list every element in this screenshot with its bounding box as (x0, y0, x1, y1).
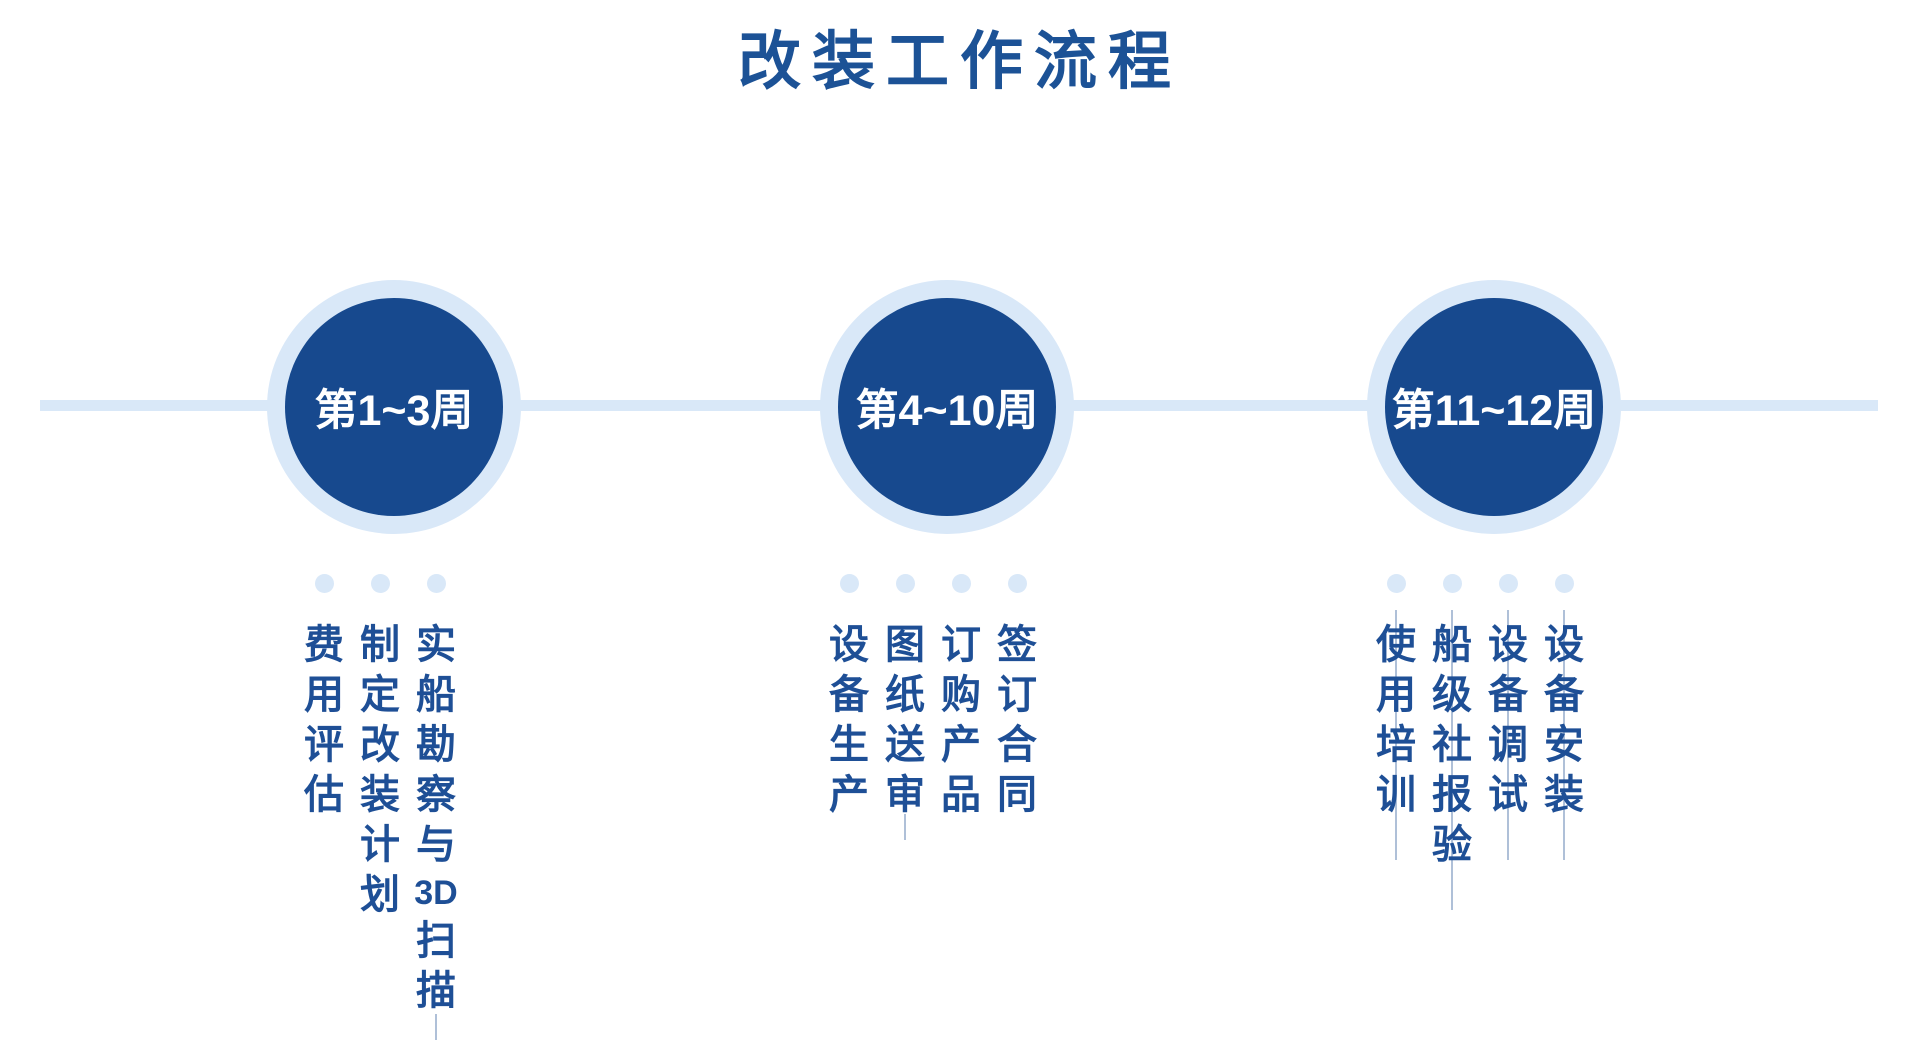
task-column: 设备安装 (1536, 574, 1592, 870)
timeline-dot (839, 574, 859, 593)
task-column: 设备调试 (1480, 574, 1536, 870)
task-column: 制定改装计划 (352, 574, 408, 1016)
task-label: 设备调试 (1488, 623, 1528, 817)
task-column: 图纸送审 (877, 574, 933, 840)
timeline-dot (1554, 574, 1574, 593)
stage-week-label: 第1~3周 (314, 387, 474, 435)
stage-circle: 第4~10周 (838, 298, 1056, 516)
task-label: 设备安装 (1544, 623, 1584, 817)
column-guide-line (1395, 610, 1397, 860)
stage-circle-ring: 第4~10周 (820, 280, 1074, 534)
stage-circle: 第11~12周 (1385, 298, 1603, 516)
timeline-dot (895, 574, 915, 593)
task-label: 船级社报验 (1432, 623, 1472, 867)
task-label: 制定改装计划 (360, 623, 400, 917)
timeline-dot (370, 574, 390, 593)
column-guide-line (435, 1014, 437, 1040)
stage-circle-ring: 第1~3周 (267, 280, 521, 534)
task-label: 订购产品 (941, 623, 981, 817)
column-guide-line (1451, 610, 1453, 910)
task-column: 费用评估 (296, 574, 352, 1016)
stage-week-label: 第4~10周 (855, 387, 1039, 435)
timeline-dot (314, 574, 334, 593)
stage-week-label: 第11~12周 (1391, 387, 1597, 435)
column-guide-line (904, 814, 906, 840)
task-column: 订购产品 (933, 574, 989, 820)
task-column: 签订合同 (989, 574, 1045, 820)
column-guide-line (1507, 610, 1509, 860)
stage-circle-ring: 第11~12周 (1367, 280, 1621, 534)
task-column: 船级社报验 (1424, 574, 1480, 910)
timeline-dot (1498, 574, 1518, 593)
column-guide-line (1563, 610, 1565, 860)
task-label: 使用培训 (1376, 623, 1416, 817)
stage-circle: 第1~3周 (285, 298, 503, 516)
task-column: 使用培训 (1368, 574, 1424, 870)
timeline-dot (1386, 574, 1406, 593)
timeline-dot (426, 574, 446, 593)
page-title: 改装工作流程 (738, 27, 1182, 97)
task-label: 设备生产 (829, 623, 869, 817)
timeline-dot (1442, 574, 1462, 593)
task-label: 签订合同 (997, 623, 1037, 817)
stage-task-columns: 使用培训船级社报验设备调试设备安装 (1368, 574, 1592, 910)
stage-task-columns: 设备生产图纸送审订购产品签订合同 (821, 574, 1045, 840)
timeline-dot (1007, 574, 1027, 593)
task-column: 设备生产 (821, 574, 877, 820)
task-label: 费用评估 (304, 623, 344, 817)
task-label: 图纸送审 (885, 623, 925, 817)
timeline-dot (951, 574, 971, 593)
